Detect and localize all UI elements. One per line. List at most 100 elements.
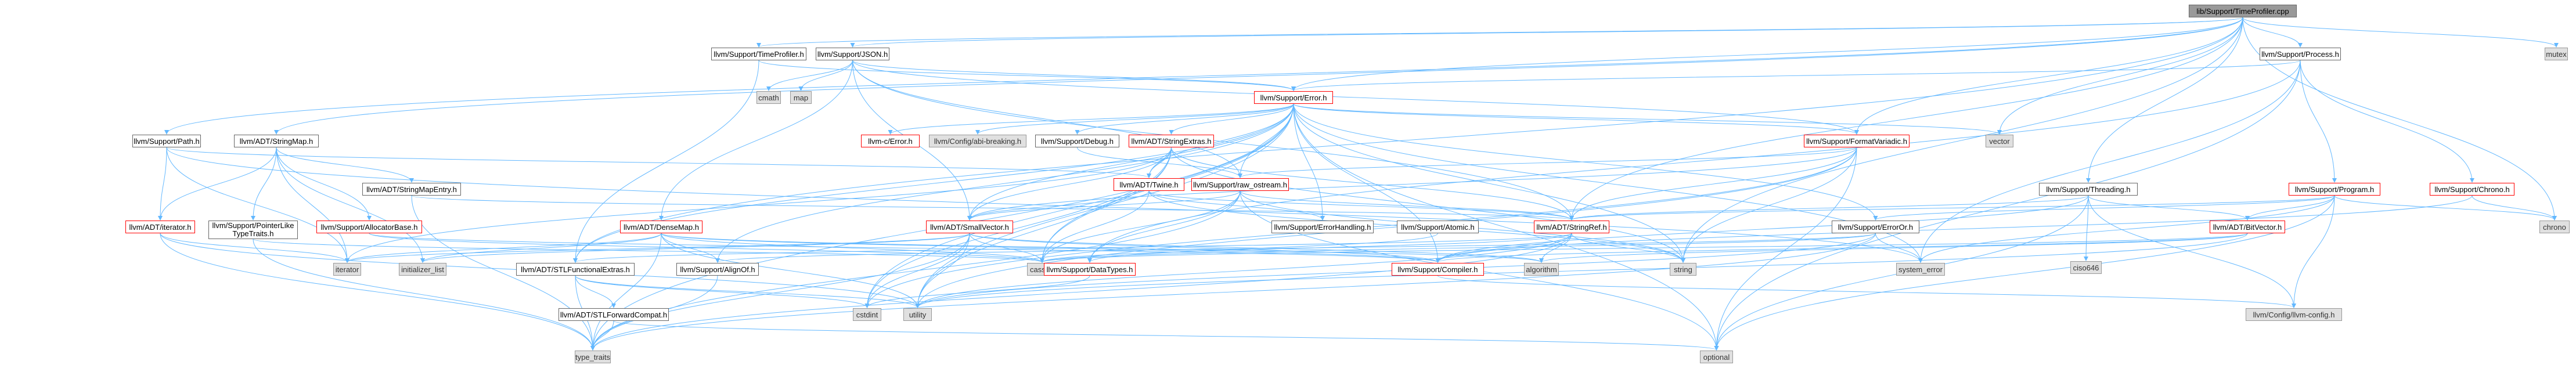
edge-json-to-formatvariadic bbox=[852, 60, 1859, 135]
node-rawostream[interactable]: llvm/Support/raw_ostream.h bbox=[1191, 178, 1289, 191]
node-timeprof_h[interactable]: llvm/Support/TimeProfiler.h bbox=[711, 48, 806, 60]
node-ptrtraits[interactable]: llvm/Support/PointerLike TypeTraits.h bbox=[208, 221, 298, 239]
node-map[interactable]: map bbox=[790, 91, 812, 104]
edge-rawostream-to-smallvector bbox=[967, 190, 1241, 221]
edge-smallvector-to-initlist bbox=[420, 233, 970, 263]
edge-formatvariadic-to-string bbox=[1681, 147, 1857, 263]
node-debug[interactable]: llvm/Support/Debug.h bbox=[1035, 135, 1119, 147]
node-stlforward[interactable]: llvm/ADT/STLForwardCompat.h bbox=[559, 308, 669, 321]
node-json[interactable]: llvm/Support/JSON.h bbox=[816, 48, 889, 60]
node-bitvector[interactable]: llvm/ADT/BitVector.h bbox=[2210, 221, 2285, 233]
edge-stringmap-to-ptrtraits bbox=[251, 147, 277, 221]
edge-threading-to-stringref bbox=[1569, 195, 2089, 221]
node-llvmc_error[interactable]: llvm-c/Error.h bbox=[861, 135, 920, 147]
node-cstdint[interactable]: cstdint bbox=[853, 308, 881, 321]
edge-formatvariadic-to-stringref bbox=[1569, 147, 1857, 221]
edge-error-to-utility bbox=[915, 103, 1294, 308]
node-smallvector[interactable]: llvm/ADT/SmallVector.h bbox=[926, 221, 1013, 233]
node-cmath[interactable]: cmath bbox=[756, 91, 781, 104]
node-densemap[interactable]: llvm/ADT/DenseMap.h bbox=[620, 221, 702, 233]
edge-formatvariadic-to-smallvector bbox=[967, 147, 1857, 221]
node-compiler[interactable]: llvm/Support/Compiler.h bbox=[1392, 263, 1484, 276]
node-path[interactable]: llvm/Support/Path.h bbox=[132, 135, 201, 147]
node-alignof[interactable]: llvm/Support/AlignOf.h bbox=[676, 263, 759, 276]
node-initlist[interactable]: initializer_list bbox=[399, 263, 446, 276]
edge-stringmap-to-allocbase bbox=[276, 147, 372, 221]
edge-rawostream-to-stringref bbox=[1240, 190, 1574, 221]
node-stringextras[interactable]: llvm/ADT/StringExtras.h bbox=[1129, 135, 1214, 147]
node-atomic[interactable]: llvm/Support/Atomic.h bbox=[1397, 221, 1479, 233]
edge-densemap-to-utility bbox=[661, 233, 920, 308]
node-root[interactable]: lib/Support/TimeProfiler.cpp bbox=[2189, 5, 2297, 17]
edge-twine-to-smallvector bbox=[967, 190, 1150, 221]
node-program[interactable]: llvm/Support/Program.h bbox=[2289, 183, 2380, 196]
edge-root-to-vector bbox=[1997, 17, 2243, 135]
edge-error-to-string bbox=[1293, 103, 1685, 263]
edge-error-to-debug bbox=[1075, 103, 1294, 135]
node-iterator[interactable]: iterator bbox=[333, 263, 361, 276]
edge-root-to-stringref bbox=[1569, 17, 2243, 221]
node-abibreaking[interactable]: llvm/Config/abi-breaking.h bbox=[929, 135, 1026, 147]
node-process[interactable]: llvm/Support/Process.h bbox=[2260, 48, 2341, 60]
edge-stlfunc-to-stlforward bbox=[575, 275, 616, 308]
edge-smallvector-to-cassert bbox=[969, 233, 1044, 263]
node-datatypes[interactable]: llvm/Support/DataTypes.h bbox=[1044, 263, 1136, 276]
edge-stlfunc-to-utility bbox=[575, 275, 920, 308]
node-stringref[interactable]: llvm/ADT/StringRef.h bbox=[1534, 221, 1609, 233]
node-chrono_h[interactable]: llvm/Support/Chrono.h bbox=[2430, 183, 2514, 196]
node-formatvariadic[interactable]: llvm/Support/FormatVariadic.h bbox=[1804, 135, 1910, 147]
edge-erroror-to-typetraits bbox=[590, 233, 1876, 351]
edge-densemap-to-iterator bbox=[345, 233, 662, 263]
node-mutex[interactable]: mutex bbox=[2545, 48, 2568, 60]
node-iterator_h[interactable]: llvm/ADT/iterator.h bbox=[125, 221, 195, 233]
edge-path-to-iterator_h bbox=[158, 147, 167, 221]
node-errhandling[interactable]: llvm/Support/ErrorHandling.h bbox=[1271, 221, 1374, 233]
edge-stringextras-to-stringref bbox=[1171, 147, 1574, 221]
node-algorithm[interactable]: algorithm bbox=[1524, 263, 1559, 276]
node-allocbase[interactable]: llvm/Support/AllocatorBase.h bbox=[316, 221, 422, 233]
edge-bitvector-to-compiler bbox=[1435, 233, 2248, 263]
node-stlfunc[interactable]: llvm/ADT/STLFunctionalExtras.h bbox=[516, 263, 635, 276]
node-vector[interactable]: vector bbox=[1986, 135, 2013, 147]
edge-smallvector-to-compiler bbox=[969, 233, 1440, 263]
node-c10646[interactable]: ciso646 bbox=[2070, 261, 2102, 274]
edge-stlforward-to-optional bbox=[613, 320, 1718, 351]
edge-stringmap-to-iterator bbox=[276, 147, 350, 263]
edge-json-to-rawostream bbox=[852, 60, 1242, 178]
edge-densemap-to-compiler bbox=[661, 233, 1440, 263]
edge-stringref-to-typetraits bbox=[590, 233, 1572, 351]
edge-smallvector-to-iterator bbox=[345, 233, 970, 263]
edge-program-to-erroror bbox=[1873, 195, 2335, 221]
edge-debug-to-rawostream bbox=[1077, 147, 1242, 178]
edge-smallvector-to-typetraits bbox=[590, 233, 970, 351]
edge-chrono_h-to-chrono bbox=[2471, 195, 2557, 221]
edge-bitvector-to-utility bbox=[915, 233, 2248, 308]
node-utility[interactable]: utility bbox=[903, 308, 932, 321]
edge-error-to-smallvector bbox=[967, 103, 1294, 221]
node-error[interactable]: llvm/Support/Error.h bbox=[1254, 91, 1333, 104]
edge-root-to-mutex bbox=[2242, 17, 2559, 48]
edge-json-to-cmath bbox=[766, 60, 853, 91]
node-syserror[interactable]: system_error bbox=[1896, 263, 1945, 276]
node-optional[interactable]: optional bbox=[1700, 351, 1733, 363]
node-string[interactable]: string bbox=[1670, 263, 1696, 276]
edge-stringmapentry-to-stringref bbox=[411, 195, 1574, 221]
edge-program-to-stringref bbox=[1569, 195, 2335, 221]
edge-smallvector-to-cstdint bbox=[864, 233, 970, 308]
edge-stringmap-to-stringmapentry bbox=[276, 147, 414, 183]
node-twine[interactable]: llvm/ADT/Twine.h bbox=[1114, 178, 1184, 191]
node-threading[interactable]: llvm/Support/Threading.h bbox=[2039, 183, 2138, 196]
node-typetraits[interactable]: type_traits bbox=[575, 351, 611, 363]
edge-root-to-error bbox=[1291, 17, 2243, 91]
node-stringmapentry[interactable]: llvm/ADT/StringMapEntry.h bbox=[362, 183, 461, 196]
edge-process-to-chrono_h bbox=[2300, 60, 2474, 183]
node-stringmap[interactable]: llvm/ADT/StringMap.h bbox=[234, 135, 319, 147]
node-chrono[interactable]: chrono bbox=[2539, 221, 2570, 233]
edge-program-to-llvmconfig bbox=[2292, 195, 2335, 308]
edge-error-to-stringextras bbox=[1169, 103, 1294, 135]
edge-program-to-chrono bbox=[2334, 195, 2557, 221]
node-llvmconfig[interactable]: llvm/Config/llvm-config.h bbox=[2246, 308, 2342, 321]
node-erroror[interactable]: llvm/Support/ErrorOr.h bbox=[1832, 221, 1919, 233]
